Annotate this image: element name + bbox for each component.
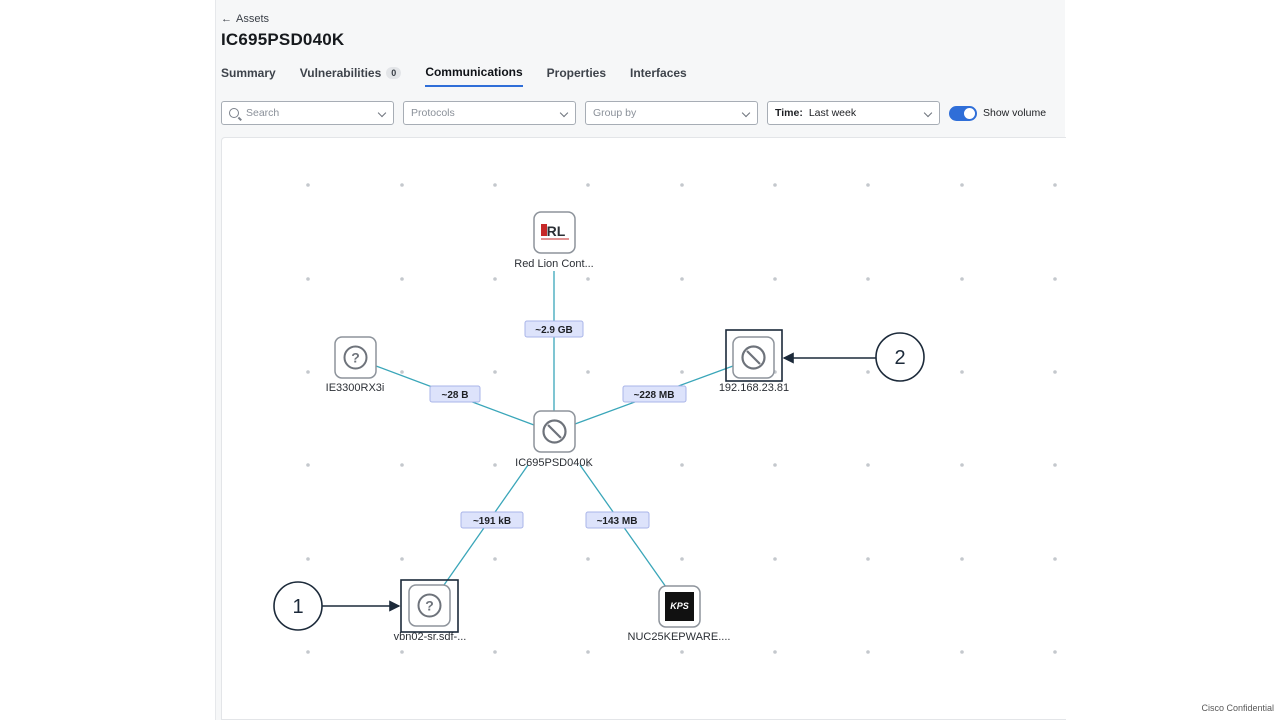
protocols-select[interactable]: Protocols bbox=[403, 101, 576, 125]
group-by-select[interactable]: Group by bbox=[585, 101, 758, 125]
node-192-168-23-81[interactable]: 192.168.23.81 bbox=[719, 329, 789, 394]
protocols-placeholder: Protocols bbox=[411, 107, 455, 119]
tab-communications[interactable]: Communications bbox=[425, 63, 523, 87]
confidential-footer: Cisco Confidential bbox=[1201, 703, 1274, 713]
time-value: Last week bbox=[808, 107, 857, 119]
edge-volume-text: ~28 B bbox=[442, 390, 469, 401]
tab-properties[interactable]: Properties bbox=[547, 63, 606, 87]
callout-number: 1 bbox=[292, 596, 303, 618]
callout-2: 2 bbox=[782, 332, 925, 382]
show-volume-label: Show volume bbox=[983, 107, 1047, 119]
kepware-logo-text: KPS bbox=[670, 601, 689, 611]
edge-label-top[interactable]: ~2.9 GB bbox=[524, 320, 584, 338]
chevron-down-icon bbox=[377, 108, 387, 118]
edge-volume-text: ~143 MB bbox=[597, 516, 638, 527]
question-icon: ? bbox=[343, 345, 368, 370]
chevron-down-icon bbox=[559, 108, 569, 118]
node-red-lion[interactable]: RL Red Lion Cont... bbox=[514, 211, 594, 270]
edge-label-right[interactable]: ~228 MB bbox=[622, 385, 687, 403]
node-label: IC695PSD040K bbox=[515, 457, 593, 469]
back-to-assets-link[interactable]: ← Assets bbox=[221, 13, 269, 25]
svg-text:?: ? bbox=[425, 598, 434, 614]
node-label: Red Lion Cont... bbox=[514, 258, 594, 270]
callout-number: 2 bbox=[894, 347, 905, 369]
callout-1: 1 bbox=[273, 581, 401, 631]
svg-text:?: ? bbox=[351, 350, 360, 366]
highlight-frame bbox=[725, 329, 783, 382]
red-lion-logo-text: RL bbox=[547, 223, 566, 239]
node-label: IE3300RX3i bbox=[326, 382, 385, 394]
search-icon bbox=[229, 108, 239, 118]
tab-vulnerabilities[interactable]: Vulnerabilities 0 bbox=[300, 63, 402, 87]
unknown-device-icon bbox=[542, 419, 567, 444]
node-center[interactable]: IC695PSD040K bbox=[515, 410, 593, 469]
edge-label-bottom-left[interactable]: ~191 kB bbox=[460, 511, 524, 529]
chevron-down-icon bbox=[741, 108, 751, 118]
search-placeholder: Search bbox=[246, 107, 280, 119]
tab-label: Properties bbox=[546, 66, 607, 80]
search-input[interactable]: Search bbox=[221, 101, 394, 125]
back-arrow-icon: ← bbox=[221, 13, 232, 25]
tab-label: Communications bbox=[425, 65, 523, 79]
time-label: Time: bbox=[775, 107, 803, 119]
edge-volume-text: ~2.9 GB bbox=[535, 325, 573, 336]
node-label: NUC25KEPWARE.... bbox=[628, 631, 731, 643]
node-label: 192.168.23.81 bbox=[719, 382, 789, 394]
time-range-select[interactable]: Time: Last week bbox=[767, 101, 940, 125]
node-vbn02-sr[interactable]: ? vbn02-sr.sdf-... bbox=[394, 579, 467, 643]
communications-map-canvas[interactable] bbox=[221, 137, 1066, 720]
kepware-logo: KPS bbox=[665, 592, 694, 621]
tab-label: Vulnerabilities bbox=[299, 66, 382, 80]
group-by-placeholder: Group by bbox=[593, 107, 637, 119]
tab-interfaces[interactable]: Interfaces bbox=[630, 63, 687, 87]
red-lion-logo: RL bbox=[541, 223, 569, 240]
show-volume-toggle[interactable] bbox=[949, 105, 977, 121]
highlight-frame bbox=[400, 579, 459, 633]
back-link-label: Assets bbox=[236, 13, 270, 25]
question-icon: ? bbox=[417, 593, 442, 618]
edge-volume-text: ~228 MB bbox=[634, 390, 675, 401]
tab-summary[interactable]: Summary bbox=[221, 63, 276, 87]
tab-bar: Summary Vulnerabilities 0 Communications… bbox=[221, 63, 711, 87]
node-label: vbn02-sr.sdf-... bbox=[394, 631, 467, 643]
node-nuc25kepware[interactable]: KPS NUC25KEPWARE.... bbox=[628, 585, 731, 643]
node-ie3300rx3i[interactable]: ? IE3300RX3i bbox=[326, 336, 385, 394]
filter-bar: Search Protocols Group by Time: Last wee… bbox=[221, 101, 1046, 125]
vulnerabilities-count-badge: 0 bbox=[386, 67, 402, 79]
edge-volume-text: ~191 kB bbox=[473, 516, 511, 527]
page-title: IC695PSD040K bbox=[221, 30, 345, 49]
tab-label: Summary bbox=[221, 66, 276, 80]
unknown-device-icon bbox=[741, 345, 766, 370]
tab-label: Interfaces bbox=[630, 66, 687, 80]
show-volume-control: Show volume bbox=[949, 105, 1047, 121]
chevron-down-icon bbox=[923, 108, 933, 118]
edge-label-left[interactable]: ~28 B bbox=[429, 385, 481, 403]
edge-label-bottom-right[interactable]: ~143 MB bbox=[585, 511, 650, 529]
